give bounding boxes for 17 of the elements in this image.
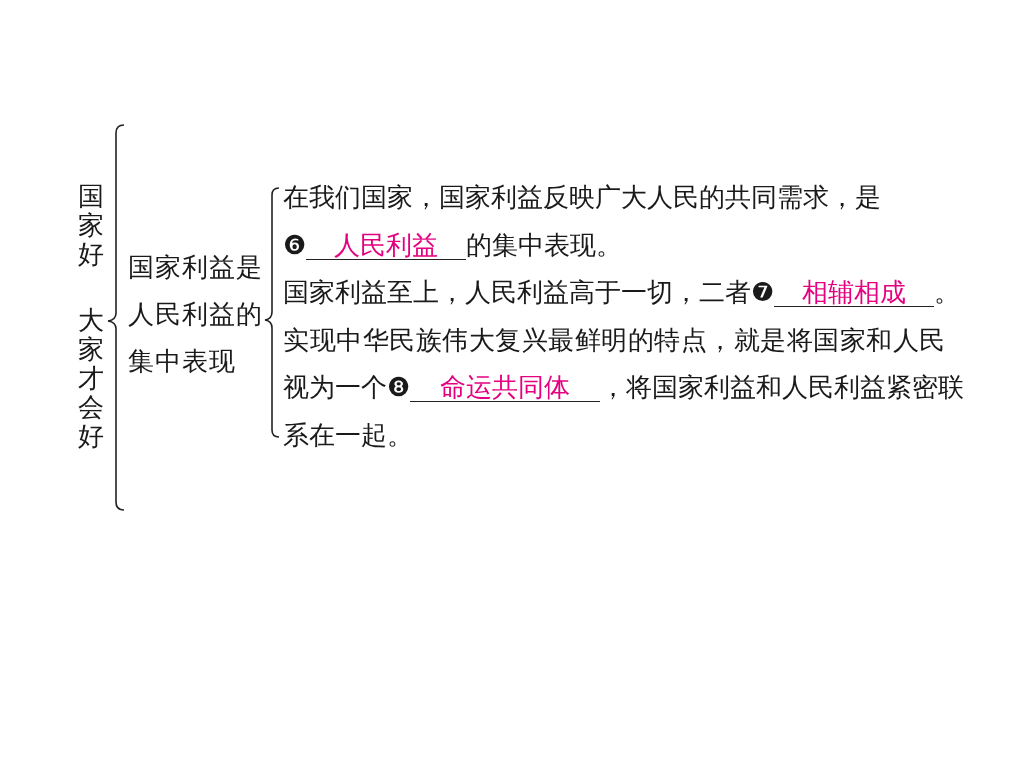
fill-in-line: 相辅相成 [774, 278, 935, 307]
topic-text: 国家利益是人民利益的集中表现 [128, 252, 264, 378]
question-number: ❻ [283, 229, 307, 260]
sentence-text: 的集中表现。 [466, 230, 623, 260]
sentence-end: 。 [934, 278, 961, 307]
sentence-text: 系在一起。 [283, 420, 413, 450]
question-number: ❼ [751, 277, 775, 307]
sentence-text: 在我们国家，国家利益反映广大人民的共同需求，是 [283, 183, 881, 212]
vertical-heading: 大家才会好 [78, 306, 104, 451]
fill-in-line: 命运共同体 [410, 373, 601, 402]
sentence-text: ，将国家利益和人民利益紧密联 [600, 373, 965, 402]
vertical-heading: 国家好 [78, 182, 104, 269]
sentence-text: 视为一个 [283, 373, 387, 402]
question-number: ❽ [387, 372, 411, 402]
sentence-text: 国家利益至上，人民利益高于一切，二者 [283, 278, 751, 307]
fill-in-line: 人民利益 [306, 230, 467, 260]
sentence-text: 实现中华民族伟大复兴最鲜明的特点，就是将国家和人民 [283, 325, 946, 355]
